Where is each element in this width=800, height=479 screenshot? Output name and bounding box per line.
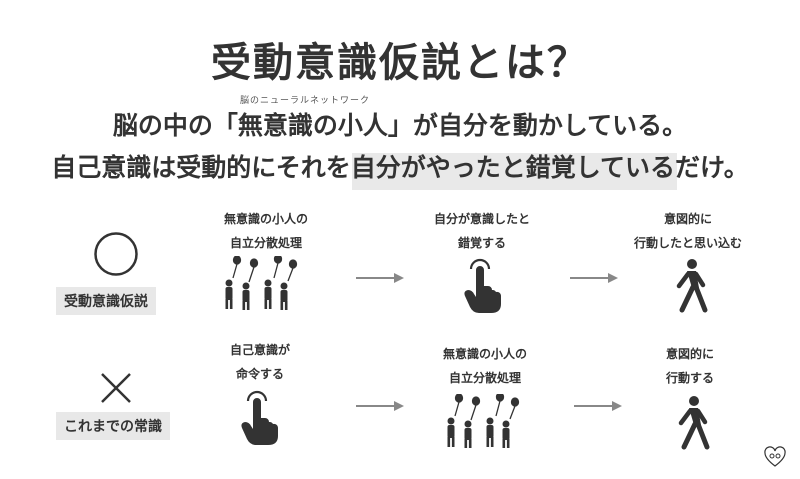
arrow-right-icon bbox=[570, 269, 618, 288]
row1-step2-caption: 自分が意識したと 錯覚する bbox=[402, 207, 562, 255]
row2-step2-line1: 無意識の小人の bbox=[442, 347, 527, 361]
row1-step1-caption: 無意識の小人の 自立分散処理 bbox=[186, 207, 346, 255]
cross-icon bbox=[99, 371, 133, 405]
row2-step3-line1: 意図的に bbox=[665, 347, 714, 361]
row1-step2-line1: 自分が意識したと bbox=[433, 212, 530, 226]
arrow-right-icon bbox=[356, 269, 404, 288]
walking-person-icon bbox=[672, 395, 712, 451]
row2-step1-line1: 自己意識が bbox=[229, 343, 290, 357]
row1-label: 受動意識仮説 bbox=[56, 287, 156, 315]
row1-step2-line2: 錯覚する bbox=[457, 236, 506, 250]
arrow-right-icon bbox=[356, 397, 404, 416]
row1-step3-line1: 意図的に bbox=[663, 212, 712, 226]
tap-hand-icon bbox=[240, 388, 280, 446]
row2-step2-line2: 自立分散処理 bbox=[448, 371, 521, 385]
row2-step1-caption: 自己意識が 命令する bbox=[180, 338, 340, 386]
walking-person-icon bbox=[670, 258, 710, 314]
highlight-band bbox=[352, 153, 677, 190]
balloon-people-icon bbox=[442, 394, 522, 448]
row1-step1-line2: 自立分散処理 bbox=[229, 236, 302, 250]
row1-step3-line2: 行動したと思い込む bbox=[633, 236, 742, 250]
subtitle-line-1: 脳の中の「無意識の小人」が自分を動かしている。 bbox=[112, 111, 688, 140]
row2-step2-caption: 無意識の小人の 自立分散処理 bbox=[405, 342, 565, 390]
row1-step3-caption: 意図的に 行動したと思い込む bbox=[608, 207, 768, 255]
arrow-right-icon bbox=[574, 397, 622, 416]
row2-step1-line2: 命令する bbox=[235, 367, 284, 381]
circle-icon bbox=[93, 231, 139, 277]
row1-step1-line1: 無意識の小人の bbox=[223, 212, 308, 226]
balloon-people-icon bbox=[220, 256, 300, 310]
row2-label: これまでの常識 bbox=[56, 412, 170, 440]
heart-logo-icon bbox=[763, 446, 787, 468]
row2-step3-caption: 意図的に 行動する bbox=[610, 342, 770, 390]
ruby-annotation: 脳のニューラルネットワーク bbox=[240, 96, 371, 106]
subtitle-line-2: 自己意識は受動的にそれを自分がやったと錯覚しているだけ。 bbox=[51, 153, 749, 182]
row2-step3-line2: 行動する bbox=[665, 371, 714, 385]
tap-hand-icon bbox=[463, 256, 503, 314]
page-title: 受動意識仮説とは？ bbox=[211, 40, 589, 86]
